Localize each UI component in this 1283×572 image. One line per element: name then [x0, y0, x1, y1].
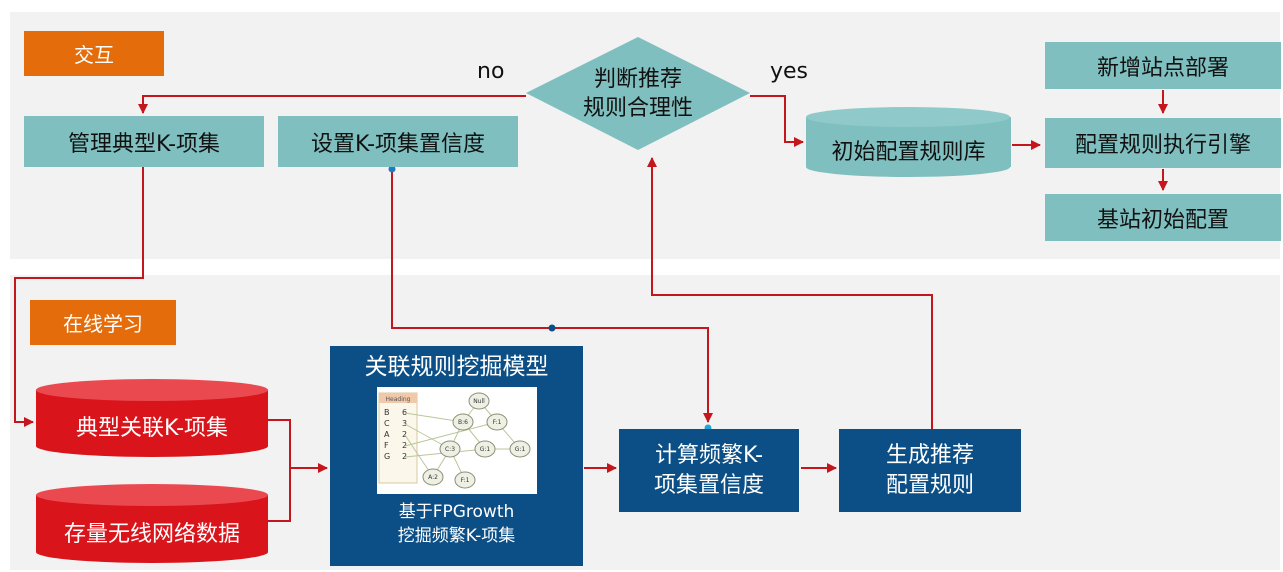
decision-line2: 规则合理性 [582, 96, 693, 121]
model-title: 关联规则挖掘模型 [364, 354, 549, 380]
typical-itemsets-label: 典型关联K-项集 [75, 416, 229, 441]
fp-header-item: B [384, 408, 390, 417]
initial-rule-db-cylinder [806, 107, 1011, 177]
no-connector [138, 95, 526, 114]
set-confidence-box: 设置K-项集置信度 [278, 116, 518, 167]
data-merge-connector [268, 463, 328, 522]
fp-tree-figure: Heading B 6 C 3 A 2 F 2 G 2 [376, 387, 537, 494]
decision-diamond [526, 37, 750, 150]
model-subtitle-line1: 基于FPGrowth [398, 502, 515, 522]
compute-line1: 计算频繁K- [654, 442, 764, 468]
fp-header-title: Heading [385, 396, 410, 403]
junction-dot [548, 324, 556, 332]
compute-line2: 项集置信度 [653, 472, 764, 498]
fp-node: G:1 [514, 446, 525, 453]
decision-label: 判断推荐 规则合理性 [560, 63, 716, 125]
fp-node: Null [473, 398, 485, 405]
new-site-deploy-box: 新增站点部署 [1045, 42, 1281, 89]
compute-confidence-box: 计算频繁K- 项集置信度 [619, 429, 799, 512]
fp-node: B:6 [458, 419, 468, 426]
no-label: no [477, 59, 505, 84]
wireless-data-label: 存量无线网络数据 [63, 522, 240, 547]
fp-node: C:3 [444, 446, 454, 453]
generate-line1: 生成推荐 [885, 442, 974, 468]
itemsets-merge-connector [268, 419, 291, 468]
model-subtitle: 基于FPGrowth 挖掘频繁K-项集 [398, 500, 516, 548]
wireless-data-cylinder [36, 484, 268, 563]
fp-header-count: 6 [402, 408, 407, 417]
fp-header-item: G [384, 452, 390, 461]
fp-node: F:1 [460, 477, 469, 484]
fp-node: F:1 [492, 419, 501, 426]
fp-header-count: 2 [402, 441, 407, 450]
online-learning-tag: 在线学习 [30, 300, 176, 345]
typical-itemsets-cylinder [36, 379, 268, 457]
yes-label: yes [770, 59, 809, 84]
bs-initial-config-box: 基站初始配置 [1045, 194, 1281, 241]
fp-header-count: 2 [402, 452, 407, 461]
generate-line2: 配置规则 [885, 472, 974, 498]
interaction-tag: 交互 [24, 31, 164, 76]
generate-rules-box: 生成推荐 配置规则 [839, 429, 1021, 512]
rule-engine-box: 配置规则执行引擎 [1045, 118, 1281, 168]
initial-rule-db-label: 初始配置规则库 [831, 140, 986, 165]
fp-node: A:2 [428, 474, 438, 481]
model-subtitle-line2: 挖掘频繁K-项集 [397, 526, 516, 546]
fp-header-item: C [384, 419, 390, 428]
fp-header-item: F [384, 441, 389, 450]
decision-line1: 判断推荐 [593, 67, 682, 92]
generate-to-decision-connector [647, 157, 933, 429]
manage-itemsets-box: 管理典型K-项集 [24, 116, 264, 167]
junction-dot [388, 165, 396, 173]
manage-to-itemsets-connector [14, 167, 144, 427]
yes-connector [750, 95, 804, 147]
fp-header-count: 2 [402, 430, 407, 439]
fp-header-count: 3 [402, 419, 407, 428]
mining-model-box: 关联规则挖掘模型 Heading B 6 C 3 A 2 F 2 G 2 [330, 346, 583, 566]
fp-node: G:1 [479, 446, 490, 453]
fp-header-item: A [384, 430, 390, 439]
